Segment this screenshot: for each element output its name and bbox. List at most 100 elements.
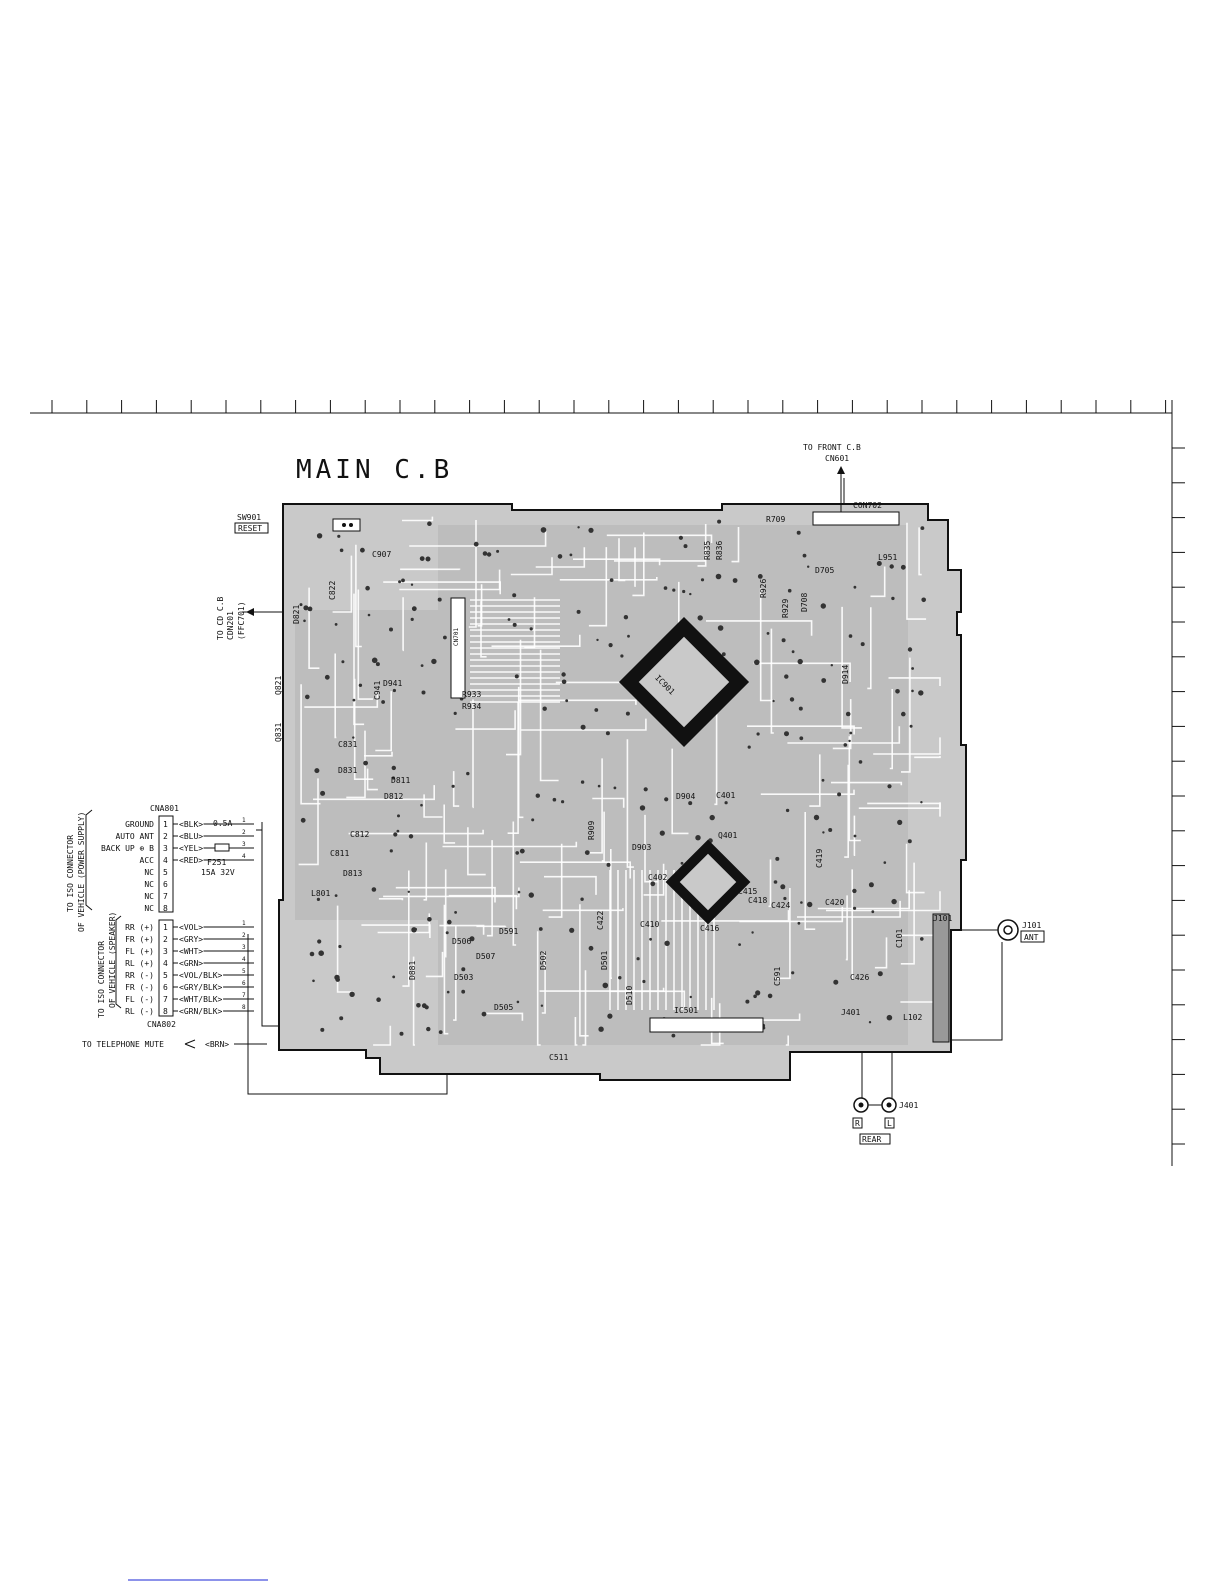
pcb-pad [660, 831, 665, 836]
ref-d813: D813 [343, 869, 362, 878]
pcb-pad [569, 928, 574, 933]
pcb-pad [426, 557, 431, 562]
pcb-pad [757, 732, 760, 735]
power-pin-wire: <RED> [179, 856, 203, 865]
pcb-pad [833, 980, 838, 985]
pcb-pad [508, 618, 511, 621]
pcb-pad [908, 647, 912, 651]
reset-switch-label: SW901 RESET [235, 513, 268, 533]
pcb-pad [517, 1001, 520, 1004]
ref-d705: D705 [815, 566, 834, 575]
ant-label: ANT [1024, 933, 1039, 942]
pcb-pad [438, 598, 442, 602]
pcb-pad [340, 549, 344, 553]
speaker-pin-wire: <GRN> [179, 959, 203, 968]
pcb-pad [580, 898, 583, 901]
pcb-pad [390, 849, 393, 852]
pcb-pad [325, 675, 330, 680]
pcb-pad [401, 579, 405, 583]
speaker-pin-num: 6 [163, 983, 168, 992]
speaker-pin-end-num: 1 [242, 920, 246, 927]
main-circuit-board [279, 504, 966, 1080]
pcb-pad [398, 580, 401, 583]
power-pin-label: BACK UP ⊕ B [101, 844, 154, 853]
sw901-label: SW901 [237, 513, 261, 522]
pcb-pad [891, 899, 896, 904]
ref-d591: D591 [499, 927, 518, 936]
speaker-pin-label: FL (-) [125, 995, 154, 1004]
pcb-pad [854, 835, 857, 838]
cna802-label: CNA802 [147, 1020, 176, 1029]
pcb-pad [598, 785, 601, 788]
pcb-pad [800, 901, 803, 904]
pcb-pad [921, 598, 926, 603]
pcb-pad [426, 1027, 430, 1031]
pcb-pad [412, 606, 417, 611]
board-title: MAIN C.B [296, 455, 453, 485]
pcb-pad [414, 928, 417, 931]
ref-d708: D708 [800, 593, 809, 612]
ref-d503: D503 [454, 973, 473, 982]
pcb-pad [869, 1021, 871, 1023]
pcb-pad [698, 615, 703, 620]
power-pin-label: NC [144, 892, 154, 901]
pcb-pad [784, 731, 789, 736]
pcb-pad [496, 550, 499, 553]
power-bus-line [256, 830, 262, 870]
pcb-pad [454, 712, 457, 715]
pcb-pad [775, 857, 779, 861]
pcb-pad [312, 980, 315, 983]
pcb-pad [352, 736, 354, 738]
power-pin-num: 6 [163, 880, 168, 889]
ref-q831: Q831 [274, 723, 283, 742]
pcb-pad [887, 1015, 893, 1021]
pcb-pad [921, 526, 925, 530]
speaker-pin-end-num: 7 [242, 992, 246, 999]
pcb-pad [718, 625, 724, 631]
fuse-spec: 15A 32V [201, 868, 235, 877]
ref-c941: C941 [373, 681, 382, 700]
ref-c511: C511 [549, 1053, 568, 1062]
pcb-pad [320, 791, 325, 796]
pcb-pad [474, 542, 479, 547]
pcb-pad [859, 760, 863, 764]
ref-d507: D507 [476, 952, 495, 961]
pcb-pad [570, 554, 573, 557]
pcb-pad [821, 678, 826, 683]
speaker-pin-end-num: 2 [242, 932, 246, 939]
pcb-pad [679, 536, 683, 540]
pcb-pad [594, 708, 598, 712]
pcb-pad [791, 971, 794, 974]
to-front-label: TO FRONT C.B [803, 443, 861, 452]
pcb-pad [317, 939, 321, 943]
pcb-pad [341, 660, 344, 663]
pcb-pad [420, 804, 423, 807]
pcb-pad [598, 1027, 603, 1032]
pcb-pad [318, 950, 324, 956]
ic501-connector [650, 1018, 763, 1032]
pcb-pad [392, 766, 396, 770]
pcb-pad [596, 639, 598, 641]
pcb-pad [609, 643, 613, 647]
cdn201-label: CDN201 [226, 611, 235, 640]
rear-r-label: R [855, 1119, 860, 1128]
pcb-pad [790, 697, 794, 701]
pcb-pad [425, 1005, 429, 1009]
pcb-pad [799, 707, 803, 711]
fuse-name: F251 [207, 858, 226, 867]
ref-d904: D904 [676, 792, 695, 801]
pcb-pad [672, 1034, 676, 1038]
pcb-pad [890, 564, 894, 568]
pcb-pad [553, 798, 557, 802]
speaker-pin-end-num: 3 [242, 944, 246, 951]
cn701-label: CN701 [453, 628, 460, 646]
ref-r934: R934 [462, 702, 481, 711]
pcb-pad [878, 971, 883, 976]
speaker-pin-label: RL (+) [125, 959, 154, 968]
pcb-pad [688, 801, 692, 805]
j401-board-label: J401 [841, 1008, 860, 1017]
speaker-pin-wire: <GRY/BLK> [179, 983, 223, 992]
ref-q821: Q821 [274, 676, 283, 695]
pcb-pad [427, 521, 432, 526]
cd-cb-link: TO CD C.B CDN201 (FFC701) [216, 596, 254, 640]
